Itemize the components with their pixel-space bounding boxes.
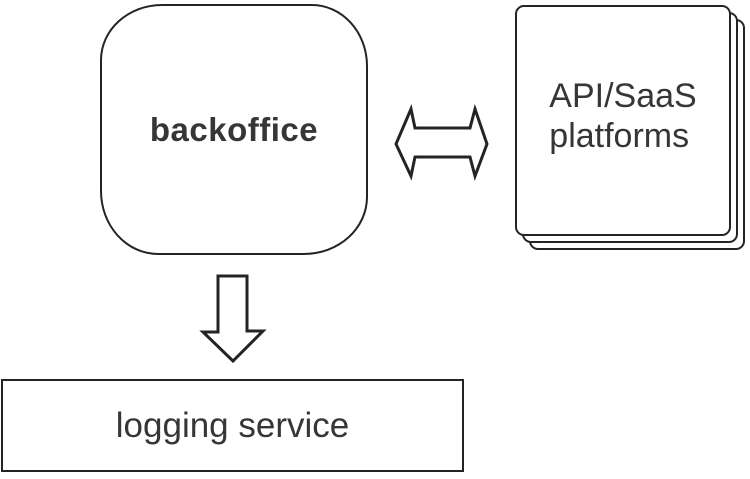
bidirectional-arrow — [394, 103, 489, 181]
node-backoffice: backoffice — [100, 4, 368, 255]
backoffice-label: backoffice — [149, 110, 319, 148]
node-platforms: API/SaaS platforms — [515, 5, 731, 236]
logging-service-label: logging service — [115, 405, 350, 445]
node-logging-service: logging service — [1, 379, 464, 472]
down-arrow — [199, 274, 267, 364]
platforms-label: API/SaaS platforms — [549, 76, 697, 155]
